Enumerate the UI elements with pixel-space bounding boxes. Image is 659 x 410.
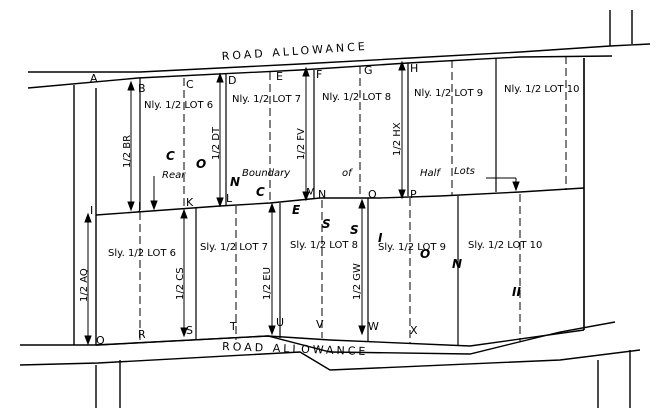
north-road-label: ROAD ALLOWANCE — [221, 40, 368, 63]
north-lot-label: Nly. 1/2 LOT 7 — [232, 94, 301, 105]
point-label: X — [410, 324, 418, 337]
rear-boundary-word: Half — [420, 168, 441, 179]
concession-letter: O — [420, 247, 430, 261]
south-lot-label: Sly. 1/2 LOT 8 — [290, 240, 358, 251]
dimension-labels: 1/2 BR 1/2 DT 1/2 FV 1/2 HX 1/2 AQ 1/2 C… — [79, 122, 403, 302]
north-lot-label: Nly. 1/2 LOT 10 — [504, 84, 579, 95]
concession-boundary — [95, 58, 585, 347]
north-lot-label: Nly. 1/2 LOT 6 — [144, 100, 213, 111]
dimension-eu: 1/2 EU — [262, 267, 273, 300]
concession-letter: C — [166, 149, 175, 163]
south-lot-labels: Sly. 1/2 LOT 6 Sly. 1/2 LOT 7 Sly. 1/2 L… — [108, 240, 542, 259]
dimension-br: 1/2 BR — [122, 135, 133, 168]
concession-letter: I — [378, 231, 383, 245]
concession-letter: E — [292, 203, 301, 217]
concession-number: II — [512, 285, 521, 299]
dimension-aq: 1/2 AQ — [79, 268, 90, 302]
concession-letter: C — [256, 185, 265, 199]
point-label: U — [276, 316, 284, 329]
concession-letter: S — [350, 223, 359, 237]
point-label: N — [318, 188, 326, 201]
point-label: B — [138, 82, 146, 95]
south-road-label: ROAD ALLOWANCE — [222, 340, 369, 358]
concession-letter: N — [230, 175, 240, 189]
dimension-gw: 1/2 GW — [352, 263, 363, 300]
north-lot-labels: Nly. 1/2 LOT 6 Nly. 1/2 LOT 7 Nly. 1/2 L… — [144, 84, 579, 111]
north-lot-label: Nly. 1/2 LOT 9 — [414, 88, 483, 99]
point-label: R — [138, 328, 146, 341]
rear-boundary-word: Lots — [454, 166, 475, 177]
dimension-arrows — [84, 60, 520, 346]
south-lot-label: Sly. 1/2 LOT 9 — [378, 242, 446, 253]
point-label: E — [276, 70, 283, 83]
rear-boundary-word: of — [342, 168, 353, 179]
south-lot-label: Sly. 1/2 LOT 10 — [468, 240, 542, 251]
dimension-cs: 1/2 CS — [175, 267, 186, 300]
half-lot-dashed-lines — [95, 56, 567, 345]
concession-letter: O — [196, 157, 206, 171]
concession-letter: S — [322, 217, 331, 231]
dimension-hx: 1/2 HX — [392, 122, 403, 156]
point-label: W — [368, 320, 379, 333]
south-lot-label: Sly. 1/2 LOT 7 — [200, 242, 268, 253]
point-label: V — [316, 318, 324, 331]
point-label: I — [90, 204, 93, 217]
point-label: G — [364, 64, 373, 77]
dimension-fv: 1/2 FV — [296, 128, 307, 160]
survey-points: A B C D E F G H I J K L M N O P Q R S T … — [90, 62, 418, 347]
point-label: L — [226, 192, 233, 205]
rear-boundary-word: Boundary — [242, 168, 291, 179]
point-label: H — [410, 62, 418, 75]
point-label: D — [228, 74, 236, 87]
point-label: A — [90, 72, 98, 85]
rear-boundary-word: Rear — [162, 170, 186, 181]
point-label: T — [229, 320, 237, 333]
point-label: M — [306, 186, 316, 199]
lot-lines — [139, 58, 497, 346]
concession-letter: N — [452, 257, 462, 271]
point-label: O — [368, 188, 377, 201]
north-lot-label: Nly. 1/2 LOT 8 — [322, 92, 391, 103]
point-label: F — [316, 68, 322, 81]
rear-boundary-label: Rear Boundary of Half Lots — [162, 166, 475, 181]
point-label: K — [186, 196, 194, 209]
road-labels: ROAD ALLOWANCE ROAD ALLOWANCE — [221, 40, 368, 358]
concession-name: C O N C E S S I O N II — [166, 149, 521, 299]
dimension-dt: 1/2 DT — [211, 126, 222, 160]
point-label: C — [186, 78, 194, 91]
point-label: Q — [96, 334, 105, 347]
point-label: J — [137, 200, 141, 213]
point-label: P — [410, 188, 417, 201]
point-label: S — [186, 324, 193, 337]
south-lot-label: Sly. 1/2 LOT 6 — [108, 248, 176, 259]
